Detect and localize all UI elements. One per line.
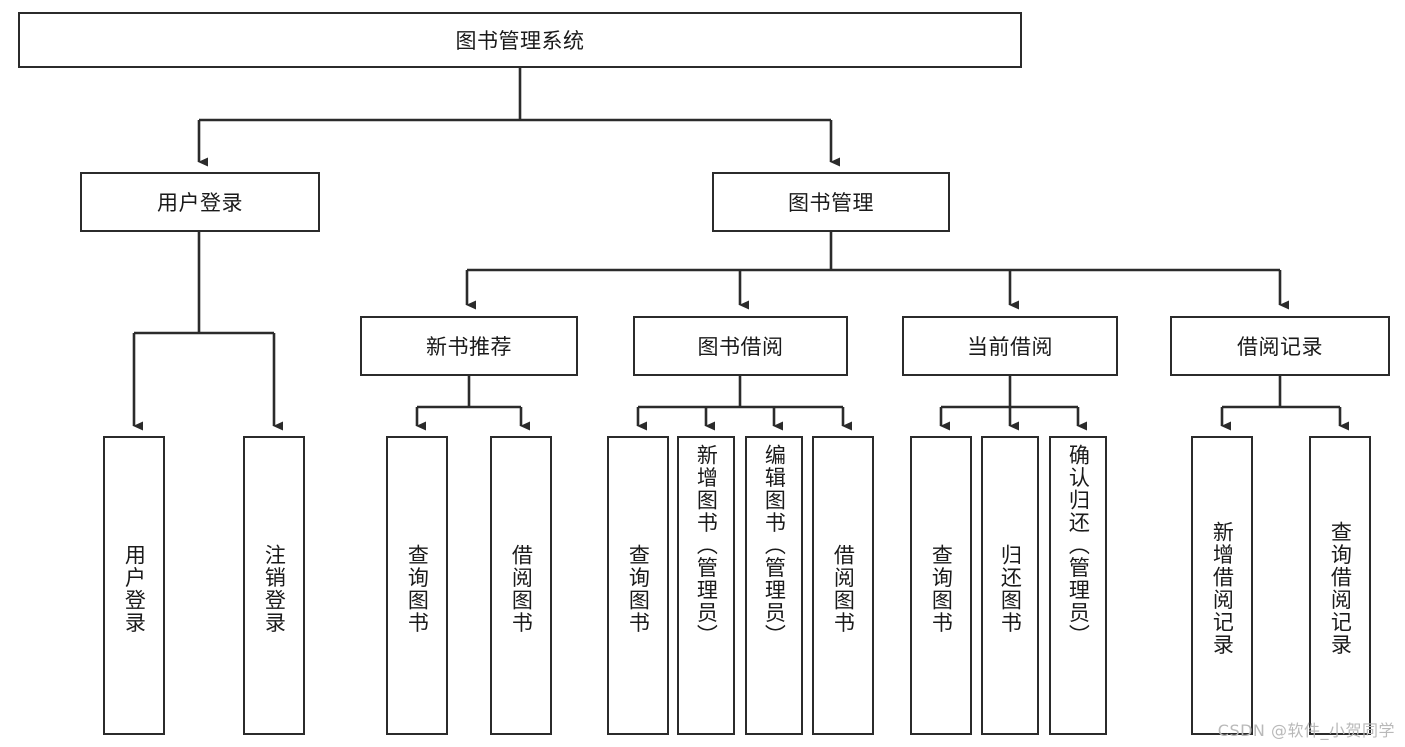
node-current-borrow[interactable]: 当前借阅	[902, 316, 1118, 376]
node-current-borrow-label: 当前借阅	[967, 335, 1053, 359]
leaf-user-login[interactable]: 用户登录	[103, 436, 165, 735]
leaf-new-book-query-book-label: 查询图书	[405, 543, 430, 634]
leaf-new-book-query-book[interactable]: 查询图书	[386, 436, 448, 735]
node-borrow-records[interactable]: 借阅记录	[1170, 316, 1390, 376]
leaf-current-query-book[interactable]: 查询图书	[910, 436, 972, 735]
node-user-login-label: 用户登录	[157, 191, 243, 215]
node-new-book-recommend[interactable]: 新书推荐	[360, 316, 578, 376]
leaf-new-book-borrow-book[interactable]: 借阅图书	[490, 436, 552, 735]
node-book-management-label: 图书管理	[788, 191, 874, 215]
node-book-management[interactable]: 图书管理	[712, 172, 950, 232]
leaf-borrow-query-book[interactable]: 查询图书	[607, 436, 669, 735]
leaf-current-return-book-label: 归还图书	[998, 543, 1023, 634]
node-new-book-recommend-label: 新书推荐	[426, 335, 512, 359]
leaf-records-add-record[interactable]: 新增借阅记录	[1191, 436, 1253, 735]
leaf-borrow-edit-book[interactable]: 编辑图书（管理员）	[745, 436, 803, 735]
node-book-borrow-label: 图书借阅	[697, 335, 784, 359]
node-root-label: 图书管理系统	[455, 29, 585, 53]
leaf-records-query-record-label: 查询借阅记录	[1328, 521, 1353, 656]
node-borrow-records-label: 借阅记录	[1237, 335, 1323, 359]
node-user-login[interactable]: 用户登录	[80, 172, 320, 232]
leaf-logout-label: 注销登录	[262, 543, 287, 634]
leaf-current-return-book[interactable]: 归还图书	[981, 436, 1039, 735]
node-root[interactable]: 图书管理系统	[18, 12, 1022, 68]
leaf-new-book-borrow-book-label: 借阅图书	[509, 543, 534, 634]
leaf-records-add-record-label: 新增借阅记录	[1210, 521, 1235, 656]
leaf-records-query-record[interactable]: 查询借阅记录	[1309, 436, 1371, 735]
leaf-user-login-label: 用户登录	[122, 543, 147, 634]
leaf-borrow-borrow-book[interactable]: 借阅图书	[812, 436, 874, 735]
leaf-borrow-add-book-label: 新增图书（管理员）	[694, 444, 719, 647]
leaf-borrow-add-book[interactable]: 新增图书（管理员）	[677, 436, 735, 735]
leaf-borrow-query-book-label: 查询图书	[626, 543, 651, 634]
leaf-logout[interactable]: 注销登录	[243, 436, 305, 735]
leaf-borrow-borrow-book-label: 借阅图书	[831, 543, 856, 634]
leaf-borrow-edit-book-label: 编辑图书（管理员）	[762, 444, 787, 647]
leaf-current-query-book-label: 查询图书	[929, 543, 954, 634]
node-book-borrow[interactable]: 图书借阅	[633, 316, 848, 376]
leaf-current-confirm-return-label: 确认归还（管理员）	[1066, 444, 1091, 647]
leaf-current-confirm-return[interactable]: 确认归还（管理员）	[1049, 436, 1107, 735]
